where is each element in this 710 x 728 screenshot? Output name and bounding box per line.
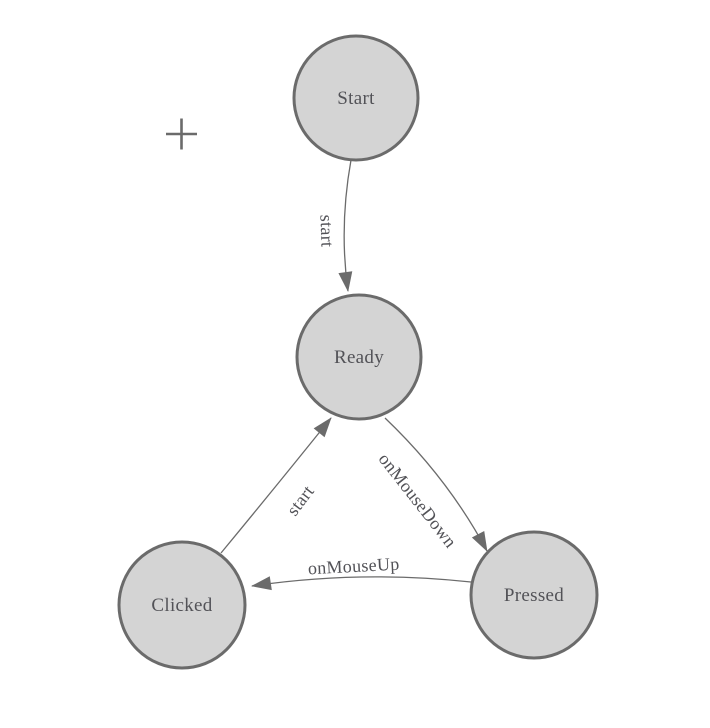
edge-ready-to-pressed[interactable]: onMouseDown: [375, 417, 488, 552]
edge-start-to-ready-path[interactable]: [338, 159, 353, 292]
node-start[interactable]: Start: [292, 34, 420, 162]
node-clicked-label: Clicked: [151, 595, 212, 616]
edge-clicked-to-ready-label: start: [282, 481, 318, 519]
node-start-label: Start: [337, 88, 375, 109]
node-ready-circle[interactable]: [295, 293, 423, 421]
edge-pressed-to-clicked-path[interactable]: [251, 576, 472, 591]
node-start-circle[interactable]: [292, 34, 420, 162]
node-ready[interactable]: Ready: [295, 293, 423, 421]
edge-clicked-to-ready-path[interactable]: [220, 417, 332, 554]
edge-pressed-to-clicked[interactable]: onMouseUp: [251, 554, 472, 591]
edge-ready-to-pressed-path[interactable]: [384, 417, 488, 552]
edge-ready-to-pressed-label: onMouseDown: [375, 449, 461, 551]
crosshair-icon[interactable]: [166, 118, 197, 150]
node-clicked-circle[interactable]: [117, 540, 247, 670]
edge-start-to-ready-label: start: [316, 214, 337, 247]
node-pressed-circle[interactable]: [469, 530, 599, 660]
node-ready-label: Ready: [334, 347, 384, 368]
edge-clicked-to-ready[interactable]: start: [220, 417, 332, 554]
node-clicked[interactable]: Clicked: [117, 540, 247, 670]
node-pressed[interactable]: Pressed: [469, 530, 599, 660]
node-pressed-label: Pressed: [504, 585, 564, 606]
edge-start-to-ready[interactable]: start: [316, 159, 353, 292]
edge-pressed-to-clicked-label: onMouseUp: [307, 554, 400, 579]
